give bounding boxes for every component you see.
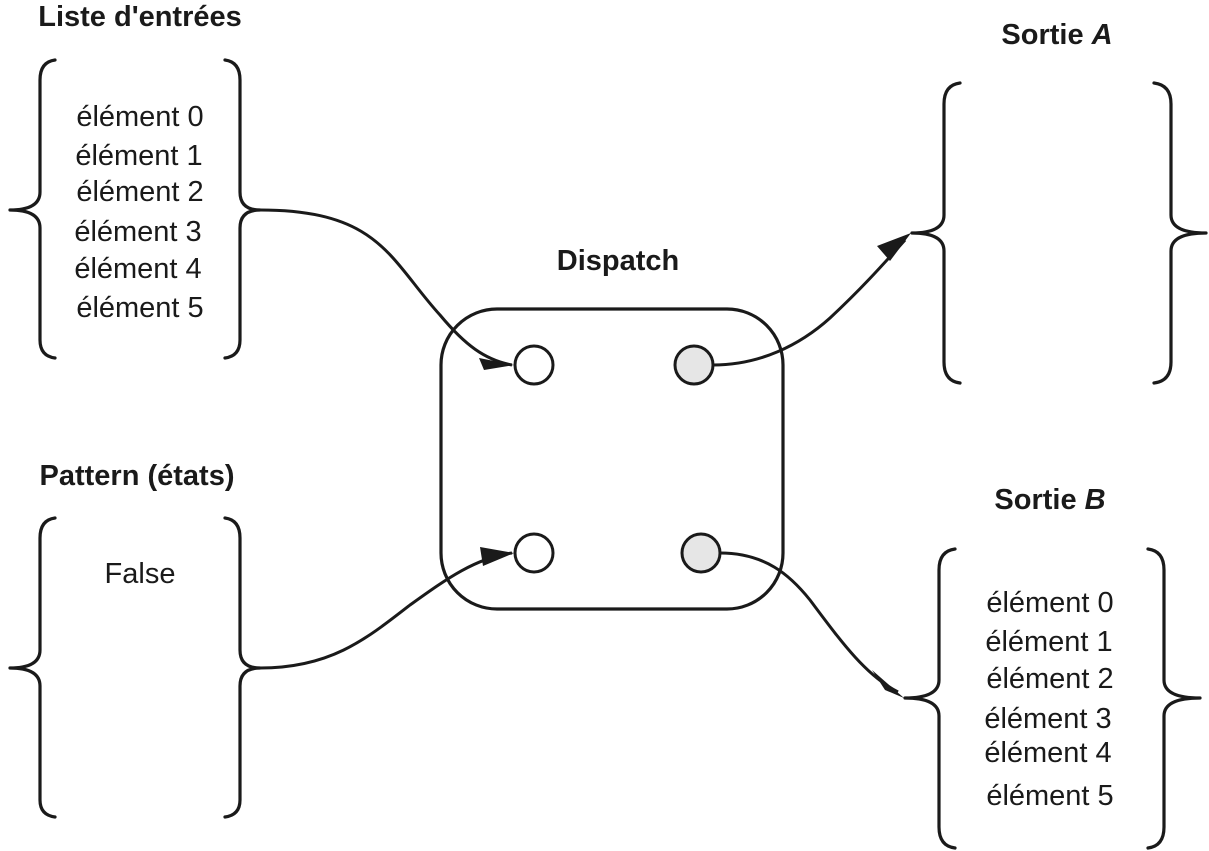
input-list-items: élément 0 élément 1 élément 2 élément 3 … bbox=[74, 101, 203, 324]
dispatch-title: Dispatch bbox=[557, 245, 679, 277]
edge-pattern-to-dispatch bbox=[259, 551, 513, 670]
output-b-left-brace bbox=[903, 547, 957, 850]
input-list-title: Liste d'entrées bbox=[38, 1, 242, 33]
edge-dispatch-to-output-a bbox=[712, 239, 907, 367]
list-item: élément 3 bbox=[74, 216, 201, 248]
list-item: élément 4 bbox=[74, 253, 201, 285]
dispatch-box bbox=[439, 307, 785, 611]
output-port-b bbox=[680, 532, 722, 574]
arrowhead-list-to-dispatch bbox=[479, 358, 514, 370]
arrowhead-pattern-to-dispatch bbox=[480, 547, 514, 566]
list-item: élément 1 bbox=[75, 140, 202, 172]
output-a-right-brace bbox=[1152, 81, 1208, 385]
input-port-pattern bbox=[513, 532, 555, 574]
list-item: élément 1 bbox=[985, 626, 1112, 658]
output-a-title-letter: A bbox=[1091, 19, 1113, 51]
arrowhead-dispatch-to-output-a bbox=[877, 233, 911, 261]
output-b-group: Sortie B élément 0 élément 1 élément 2 é… bbox=[903, 484, 1202, 850]
output-b-title-letter: B bbox=[1085, 484, 1106, 516]
edge-dispatch-to-output-b bbox=[719, 551, 899, 694]
edge-list-to-dispatch bbox=[259, 208, 513, 367]
output-b-items: élément 0 élément 1 élément 2 élément 3 … bbox=[984, 587, 1113, 812]
list-item: élément 0 bbox=[986, 587, 1113, 619]
pattern-value: False bbox=[105, 558, 176, 590]
list-item: élément 2 bbox=[986, 663, 1113, 695]
output-a-group: Sortie A bbox=[910, 19, 1208, 385]
output-b-right-brace bbox=[1146, 547, 1202, 850]
list-item: élément 4 bbox=[984, 737, 1111, 769]
list-item: élément 0 bbox=[76, 101, 203, 133]
list-item: élément 2 bbox=[76, 176, 203, 208]
output-a-title: Sortie A bbox=[1001, 19, 1112, 51]
list-item: élément 5 bbox=[986, 780, 1113, 812]
input-list-group: Liste d'entrées élément 0 élément 1 élém… bbox=[8, 1, 262, 360]
list-item: élément 3 bbox=[984, 703, 1111, 735]
pattern-right-brace bbox=[223, 516, 262, 819]
output-a-title-prefix: Sortie bbox=[1001, 19, 1091, 51]
output-b-title: Sortie B bbox=[994, 484, 1105, 516]
input-port-list bbox=[513, 344, 555, 386]
input-list-left-brace bbox=[8, 58, 57, 360]
output-b-title-prefix: Sortie bbox=[994, 484, 1084, 516]
output-port-a bbox=[673, 344, 715, 386]
arrowhead-dispatch-to-output-b bbox=[872, 670, 904, 698]
edges bbox=[259, 208, 911, 698]
pattern-left-brace bbox=[8, 516, 57, 819]
pattern-group: Pattern (états) False bbox=[8, 460, 262, 819]
dispatch-group: Dispatch bbox=[439, 245, 785, 611]
list-item: élément 5 bbox=[76, 292, 203, 324]
pattern-title: Pattern (états) bbox=[40, 460, 235, 492]
output-a-left-brace bbox=[910, 81, 962, 385]
input-list-right-brace bbox=[223, 58, 262, 360]
